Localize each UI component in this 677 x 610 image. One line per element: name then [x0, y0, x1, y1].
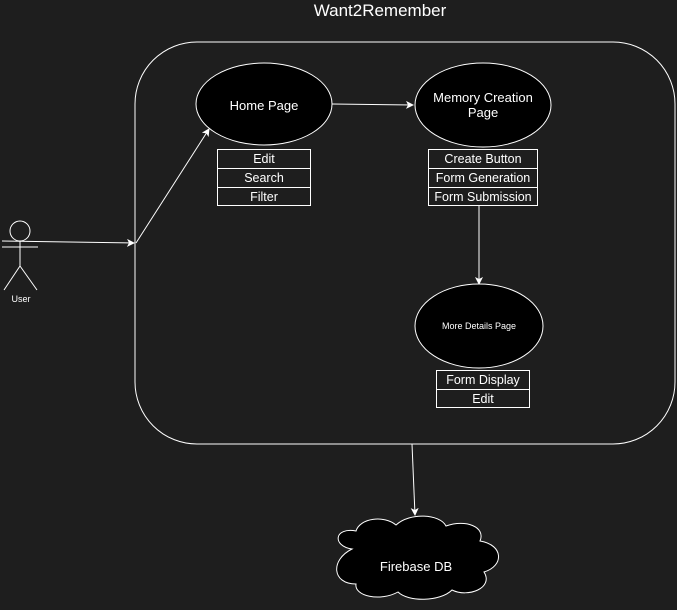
user-label: User — [11, 294, 31, 304]
firebase-db-label: Firebase DB — [379, 558, 453, 574]
system-to-db-arrow — [410, 443, 419, 516]
home-page-node — [195, 62, 333, 146]
home-feature: Filter — [250, 190, 278, 204]
memory-creation-label: Memory Creation Page — [433, 90, 533, 120]
memory-creation-node — [414, 62, 552, 148]
system-to-home-arrow — [135, 128, 210, 244]
memory-features-box: Create Button Form Generation Form Submi… — [428, 149, 538, 206]
details-feature: Edit — [472, 392, 494, 406]
home-feature: Edit — [218, 150, 310, 169]
memory-feature: Create Button — [429, 150, 537, 169]
system-boundary — [134, 41, 676, 445]
more-details-label: More Details Page — [441, 320, 517, 331]
home-to-memory-arrow — [331, 100, 414, 109]
memory-feature: Form Submission — [434, 190, 532, 204]
firebase-db-cloud — [336, 515, 499, 600]
user-to-system-arrow — [1, 238, 135, 247]
diagram-title: Want2Remember — [313, 1, 447, 20]
home-page-label: Home Page — [229, 97, 299, 113]
details-feature: Form Display — [437, 371, 529, 390]
user-actor — [2, 220, 38, 291]
memory-feature: Form Generation — [429, 169, 537, 188]
home-feature: Search — [218, 169, 310, 188]
details-features-box: Form Display Edit — [436, 370, 530, 408]
more-details-node — [414, 283, 544, 369]
home-features-box: Edit Search Filter — [217, 149, 311, 206]
